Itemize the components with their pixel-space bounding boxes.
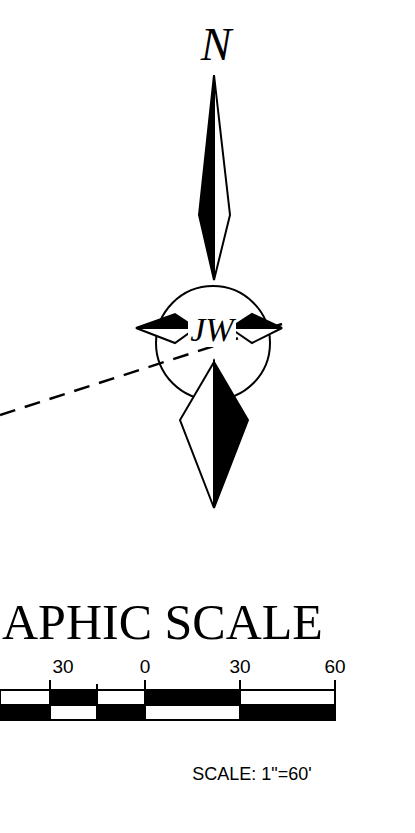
west-pointer-dark [136,314,196,328]
dashed-line [0,324,282,415]
scale-note: SCALE: 1"=60' [192,765,311,783]
north-pointer-light [214,75,230,280]
scale-bar [0,680,335,720]
east-pointer-light [230,328,282,343]
south-pointer-dark [214,362,248,508]
west-pointer-light [136,328,196,343]
east-pointer-dark [230,314,282,328]
scale-number: 0 [140,657,151,676]
south-pointer-light [180,362,214,508]
scale-number: 60 [324,657,345,676]
scale-number: 30 [52,657,73,676]
north-letter: N [201,22,232,68]
scale-title: APHIC SCALE [2,597,323,647]
scale-number: 30 [229,657,250,676]
north-pointer-dark [199,75,214,280]
monogram: JW [188,313,235,347]
